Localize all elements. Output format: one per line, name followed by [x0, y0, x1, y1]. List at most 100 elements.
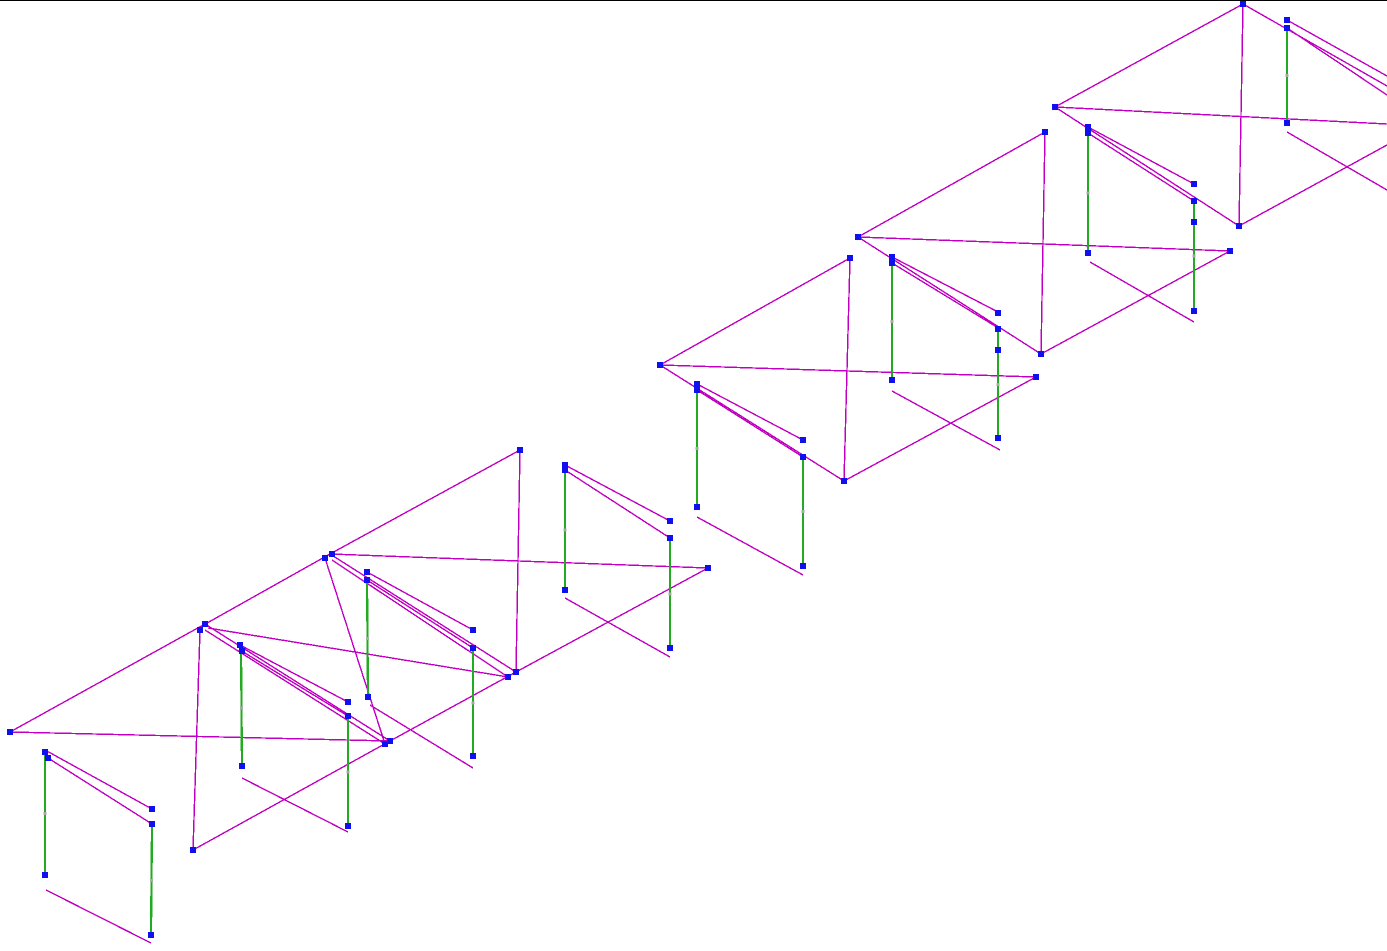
- beam-element[interactable]: [329, 449, 521, 555]
- node-point[interactable]: [1042, 129, 1048, 135]
- node-point[interactable]: [657, 362, 663, 368]
- node-point[interactable]: [202, 621, 208, 627]
- node-point[interactable]: [1284, 17, 1290, 23]
- beam-element[interactable]: [324, 557, 386, 745]
- beam-element[interactable]: [891, 390, 1001, 451]
- beam-element[interactable]: [564, 464, 671, 522]
- node-point[interactable]: [1240, 1, 1246, 7]
- beam-element[interactable]: [1089, 261, 1195, 323]
- node-point[interactable]: [387, 738, 393, 744]
- node-point[interactable]: [1191, 198, 1197, 204]
- beam-element[interactable]: [389, 671, 517, 742]
- beam-element[interactable]: [199, 553, 331, 628]
- beam-element[interactable]: [239, 649, 349, 717]
- node-point[interactable]: [42, 872, 48, 878]
- node-point[interactable]: [995, 435, 1001, 441]
- beam-element[interactable]: [9, 731, 391, 742]
- beam-element[interactable]: [366, 579, 474, 649]
- node-point[interactable]: [855, 234, 861, 240]
- beam-element[interactable]: [564, 469, 671, 539]
- node-point[interactable]: [190, 847, 196, 853]
- beam-element[interactable]: [45, 889, 152, 944]
- node-point[interactable]: [1085, 124, 1091, 130]
- node-point[interactable]: [505, 674, 511, 680]
- node-point[interactable]: [667, 535, 673, 541]
- node-point[interactable]: [1085, 250, 1091, 256]
- node-point[interactable]: [345, 699, 351, 705]
- node-point[interactable]: [345, 823, 351, 829]
- node-point[interactable]: [1085, 130, 1091, 136]
- node-point[interactable]: [365, 694, 371, 700]
- node-point[interactable]: [1191, 181, 1197, 187]
- beam-element[interactable]: [857, 236, 1042, 355]
- node-point[interactable]: [1236, 223, 1242, 229]
- node-point[interactable]: [667, 645, 673, 651]
- node-point[interactable]: [237, 642, 243, 648]
- node-point[interactable]: [1052, 104, 1058, 110]
- node-point[interactable]: [1033, 374, 1039, 380]
- node-point[interactable]: [513, 669, 519, 675]
- beam-element[interactable]: [1238, 144, 1387, 227]
- beam-element[interactable]: [515, 567, 709, 673]
- beam-element[interactable]: [331, 559, 509, 678]
- node-point[interactable]: [995, 310, 1001, 316]
- beam-element[interactable]: [329, 553, 517, 673]
- node-point[interactable]: [517, 447, 523, 453]
- node-point[interactable]: [562, 462, 568, 468]
- node-point[interactable]: [148, 932, 154, 938]
- beam-element[interactable]: [1242, 3, 1387, 87]
- beam-element[interactable]: [44, 749, 153, 810]
- node-point[interactable]: [45, 755, 51, 761]
- node-point[interactable]: [562, 467, 568, 473]
- beam-element[interactable]: [857, 236, 1231, 252]
- beam-element[interactable]: [369, 704, 474, 769]
- beam-element[interactable]: [843, 376, 1037, 482]
- node-point[interactable]: [694, 381, 700, 387]
- beam-element[interactable]: [857, 131, 1046, 238]
- beam-element[interactable]: [1087, 132, 1195, 202]
- beam-element[interactable]: [564, 597, 671, 658]
- beam-element[interactable]: [659, 364, 1037, 378]
- beam-element[interactable]: [891, 256, 1001, 314]
- beam-element[interactable]: [696, 516, 804, 576]
- node-point[interactable]: [800, 437, 806, 443]
- beam-element[interactable]: [1054, 106, 1240, 227]
- node-point[interactable]: [364, 569, 370, 575]
- beam-element[interactable]: [204, 629, 386, 745]
- node-point[interactable]: [847, 255, 853, 261]
- node-point[interactable]: [694, 387, 700, 393]
- beam-element[interactable]: [1286, 131, 1387, 191]
- beam-element[interactable]: [696, 383, 804, 441]
- beam-element[interactable]: [843, 257, 851, 482]
- node-point[interactable]: [470, 645, 476, 651]
- node-point[interactable]: [42, 749, 48, 755]
- node-point[interactable]: [1038, 351, 1044, 357]
- beam-element[interactable]: [696, 389, 804, 458]
- node-point[interactable]: [995, 326, 1001, 332]
- beam-element[interactable]: [515, 449, 521, 673]
- node-point[interactable]: [382, 741, 388, 747]
- node-point[interactable]: [345, 713, 351, 719]
- beam-element[interactable]: [9, 623, 206, 733]
- node-point[interactable]: [7, 729, 13, 735]
- beam-element[interactable]: [1054, 3, 1244, 108]
- beam-element[interactable]: [207, 627, 509, 678]
- node-point[interactable]: [694, 504, 700, 510]
- beam-element[interactable]: [1040, 131, 1046, 355]
- node-point[interactable]: [705, 565, 711, 571]
- beam-element[interactable]: [329, 553, 709, 569]
- node-point[interactable]: [197, 627, 203, 633]
- beam-element[interactable]: [1286, 19, 1387, 77]
- node-point[interactable]: [1227, 248, 1233, 254]
- beam-element[interactable]: [239, 644, 349, 703]
- beam-element[interactable]: [1087, 126, 1195, 185]
- node-point[interactable]: [1191, 308, 1197, 314]
- node-point[interactable]: [239, 648, 245, 654]
- node-point[interactable]: [149, 806, 155, 812]
- node-point[interactable]: [1284, 25, 1290, 31]
- node-point[interactable]: [1284, 120, 1290, 126]
- beam-element[interactable]: [204, 623, 391, 742]
- beam-element[interactable]: [192, 629, 201, 851]
